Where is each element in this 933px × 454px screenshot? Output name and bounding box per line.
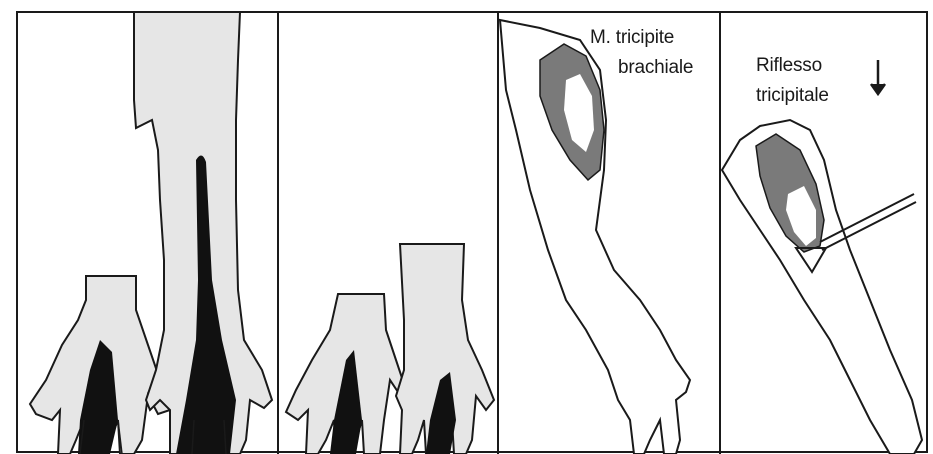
reflex-label-line1: Riflesso: [756, 54, 822, 78]
down-arrow-icon: [871, 60, 885, 94]
muscle-label-line2: brachiale: [618, 56, 693, 80]
reflex-label-line2: tricipitale: [756, 84, 829, 108]
arm-outline: [722, 120, 922, 454]
panel-3-arm: [500, 20, 690, 454]
panel-1-arm: [134, 12, 272, 454]
panel-4-arm: [722, 120, 922, 454]
panel-2-hands: [286, 244, 494, 454]
panel-1-hand: [30, 276, 170, 454]
muscle-label-line1: M. tricipite: [590, 26, 674, 50]
